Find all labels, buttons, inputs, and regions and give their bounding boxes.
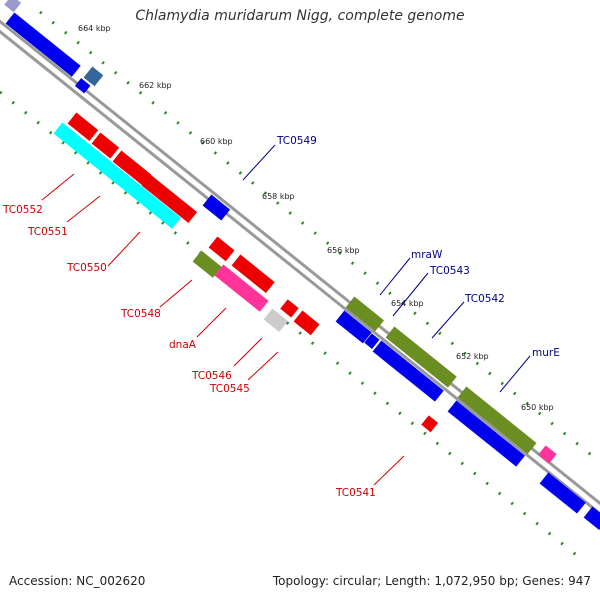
rna-feature[interactable] bbox=[53, 122, 181, 229]
label-connector bbox=[392, 272, 429, 317]
label-connector bbox=[159, 279, 193, 308]
guide-line-outer bbox=[39, 10, 600, 464]
olive-features bbox=[192, 250, 537, 454]
tick-label: 660 kbp bbox=[200, 137, 233, 146]
reverse-features bbox=[67, 112, 439, 433]
top-labels: TC0549 mraW TC0543 TC0542 murE bbox=[242, 135, 560, 393]
gene-label: TC0541 bbox=[335, 487, 376, 499]
gene-label: TC0548 bbox=[120, 308, 161, 320]
tick-label: 650 kbp bbox=[521, 403, 554, 412]
gene-feature[interactable] bbox=[263, 308, 288, 332]
tick-labels: 664 kbp 662 kbp 660 kbp 658 kbp 656 kbp … bbox=[78, 24, 554, 412]
gene-feature[interactable] bbox=[67, 112, 99, 142]
tick-label: 652 kbp bbox=[456, 352, 489, 361]
gene-feature[interactable] bbox=[141, 174, 198, 224]
gene-label: mraW bbox=[411, 249, 443, 261]
forward-features bbox=[4, 0, 600, 530]
label-connector bbox=[66, 195, 101, 223]
tick-label: 654 kbp bbox=[391, 299, 424, 308]
gene-feature[interactable] bbox=[91, 132, 120, 159]
gene-feature[interactable] bbox=[112, 150, 152, 186]
gene-feature[interactable] bbox=[202, 194, 231, 221]
label-connector bbox=[242, 144, 276, 181]
gene-feature[interactable] bbox=[372, 340, 444, 402]
backbone-inner bbox=[0, 28, 600, 516]
gene-feature[interactable] bbox=[385, 326, 457, 388]
label-connector bbox=[196, 307, 227, 338]
gene-label: TC0551 bbox=[27, 226, 68, 238]
gene-label: TC0552 bbox=[2, 204, 43, 216]
label-connector bbox=[247, 351, 279, 381]
guide-line-inner bbox=[0, 90, 581, 560]
gene-feature[interactable] bbox=[208, 236, 235, 262]
map-title: Chlamydia muridarum Nigg, complete genom… bbox=[135, 8, 465, 24]
gene-feature[interactable] bbox=[345, 296, 385, 332]
gene-label: TC0549 bbox=[276, 135, 317, 147]
gene-label: murE bbox=[532, 347, 560, 359]
gene-feature[interactable] bbox=[293, 310, 320, 336]
gene-feature[interactable] bbox=[364, 333, 380, 349]
other-features bbox=[53, 122, 557, 464]
gene-feature[interactable] bbox=[5, 12, 81, 77]
label-connector bbox=[233, 337, 263, 367]
gene-feature[interactable] bbox=[74, 78, 91, 94]
tick-label: 658 kbp bbox=[262, 192, 295, 201]
gene-feature[interactable] bbox=[539, 472, 586, 514]
gene-label: TC0550 bbox=[66, 262, 107, 274]
label-connector bbox=[379, 257, 411, 296]
gene-feature[interactable] bbox=[538, 445, 557, 464]
label-connector bbox=[41, 173, 75, 201]
label-connector bbox=[373, 455, 405, 486]
gene-feature[interactable] bbox=[280, 299, 299, 318]
gene-feature[interactable] bbox=[192, 250, 222, 278]
tick-label: 656 kbp bbox=[327, 246, 360, 255]
gene-feature[interactable] bbox=[214, 264, 269, 312]
tick-label: 662 kbp bbox=[139, 81, 172, 90]
genome-summary-text: Topology: circular; Length: 1,072,950 bp… bbox=[272, 574, 591, 588]
gene-feature[interactable] bbox=[4, 0, 22, 13]
gene-feature[interactable] bbox=[231, 254, 275, 294]
gene-feature[interactable] bbox=[457, 386, 537, 454]
label-connector bbox=[431, 301, 465, 339]
gene-label: TC0542 bbox=[464, 293, 505, 305]
label-connector bbox=[107, 231, 141, 267]
gene-feature[interactable] bbox=[421, 415, 439, 433]
gene-feature[interactable] bbox=[335, 310, 372, 344]
gene-feature[interactable] bbox=[447, 400, 525, 467]
gene-label: dnaA bbox=[169, 339, 197, 351]
gene-label: TC0543 bbox=[429, 265, 470, 277]
gene-feature[interactable] bbox=[83, 66, 104, 87]
label-connector bbox=[499, 355, 531, 393]
gene-feature[interactable] bbox=[583, 506, 600, 530]
gene-label: TC0545 bbox=[209, 383, 250, 395]
bottom-labels: TC0552 TC0551 TC0550 TC0548 dnaA TC0546 … bbox=[2, 173, 405, 499]
tick-label: 664 kbp bbox=[78, 24, 111, 33]
accession-text: Accession: NC_002620 bbox=[9, 574, 146, 588]
gene-label: TC0546 bbox=[191, 370, 232, 382]
